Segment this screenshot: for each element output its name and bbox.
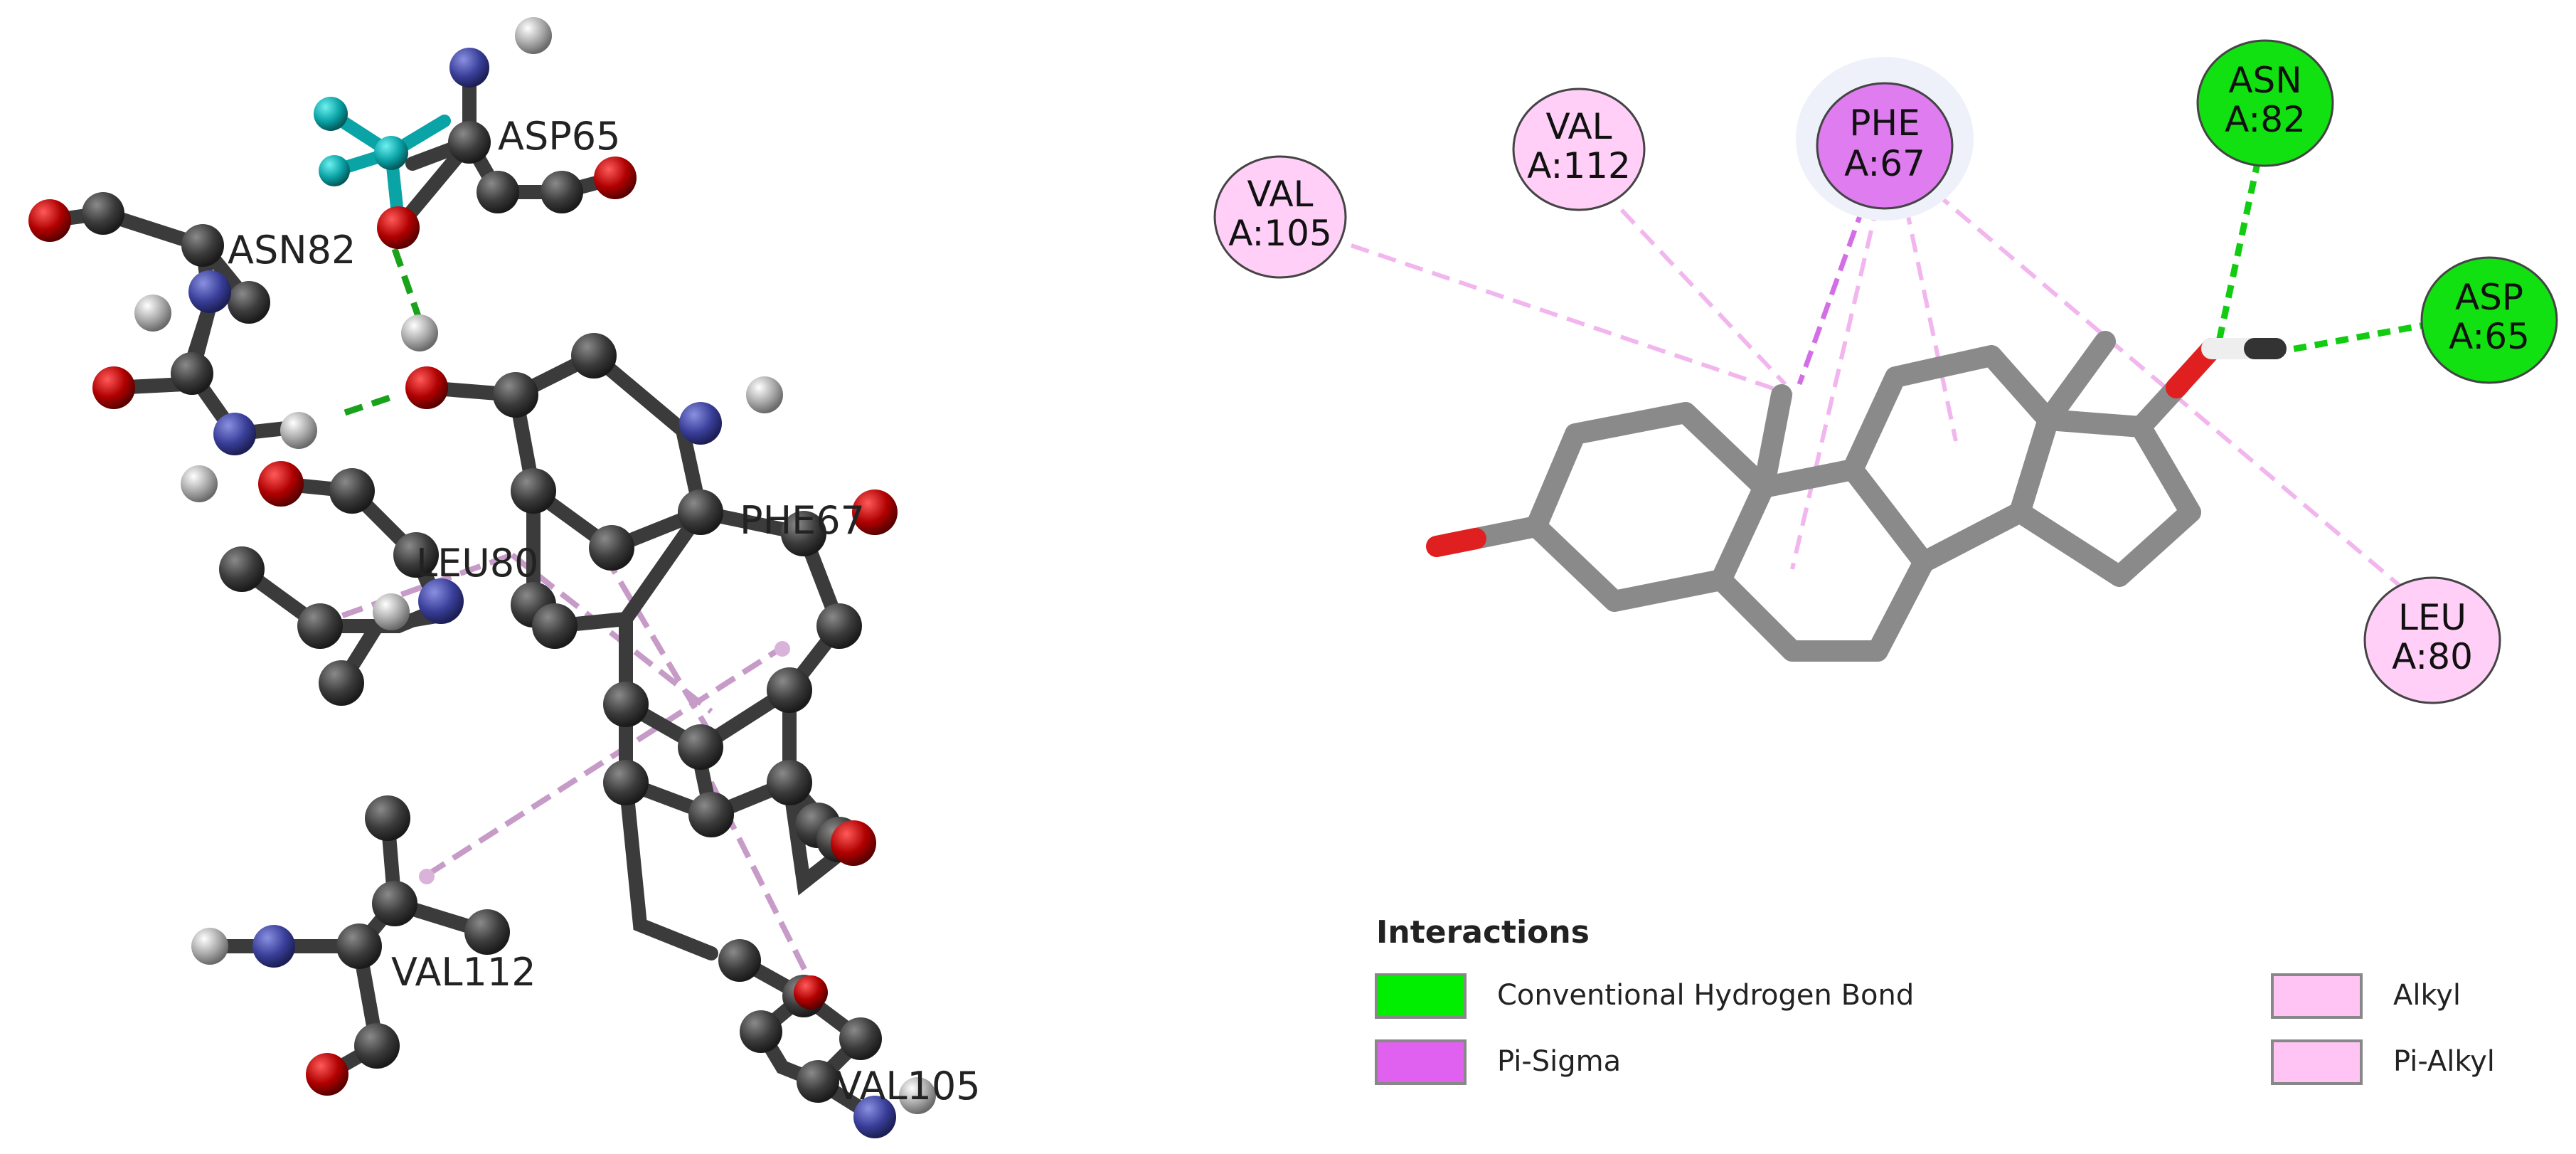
legend-swatch-alkyl xyxy=(2271,973,2363,1019)
label-phe67: PHE67 xyxy=(740,498,865,543)
ligand-ring-join xyxy=(2009,409,2059,523)
legend-label-pi-alkyl: Pi-Alkyl xyxy=(2393,1045,2495,1078)
carbon-atoms xyxy=(82,121,882,1103)
bubble-asn82-position: A:82 xyxy=(2225,99,2306,140)
legend-label-pi-sigma: Pi-Sigma xyxy=(1497,1045,1621,1078)
bubble-val112-position: A:112 xyxy=(1527,145,1631,186)
oxygen-atoms xyxy=(28,157,898,1096)
hydrogen-bond-lines xyxy=(344,248,423,416)
label-leu80: LEU80 xyxy=(416,541,538,586)
legend-swatch-hydrogen-bond xyxy=(1375,973,1467,1019)
bubble-leu80-position: A:80 xyxy=(2392,636,2473,677)
residue-bubble-val105[interactable]: VAL A:105 xyxy=(1213,155,1347,279)
legend-label-hydrogen-bond: Conventional Hydrogen Bond xyxy=(1497,979,1914,1012)
bubble-asp65-position: A:65 xyxy=(2449,316,2530,357)
fluorine-atoms xyxy=(314,97,408,186)
hydrogen-atoms xyxy=(134,17,936,1114)
label-asp65: ASP65 xyxy=(498,114,621,159)
legend-swatch-pi-sigma xyxy=(1375,1039,1467,1085)
legend-swatch-pi-alkyl xyxy=(2271,1039,2363,1085)
label-val112: VAL112 xyxy=(391,950,536,995)
label-asn82: ASN82 xyxy=(228,228,356,272)
residue-bubble-leu80[interactable]: LEU A:80 xyxy=(2363,576,2501,704)
hydrogen-bond-interaction-lines xyxy=(2215,159,2433,356)
residue-bubble-val112[interactable]: VAL A:112 xyxy=(1512,88,1646,211)
residue-bubble-phe67[interactable]: PHE A:67 xyxy=(1796,57,1974,221)
pi-contact-lines xyxy=(312,552,821,997)
bubble-phe67-position: A:67 xyxy=(1844,143,1925,184)
residue-labels: ASP65 ASN82 LEU80 PHE67 VAL112 VAL105 xyxy=(228,114,981,1108)
nitrogen-atoms xyxy=(188,48,896,1138)
bubble-asn82-name: ASN xyxy=(2228,60,2301,101)
residue-bubble-asn82[interactable]: ASN A:82 xyxy=(2196,39,2334,167)
3d-binding-pose: ASP65 ASN82 LEU80 PHE67 VAL112 VAL105 xyxy=(28,17,981,1138)
bubble-val112-name: VAL xyxy=(1545,106,1612,147)
bubble-val105-name: VAL xyxy=(1247,174,1313,215)
interactions-legend: Interactions Conventional Hydrogen Bond … xyxy=(1375,914,2495,1085)
ligand-hydroxyl xyxy=(2166,338,2287,398)
bubble-asp65-name: ASP xyxy=(2455,277,2523,318)
label-val105: VAL105 xyxy=(836,1064,981,1108)
bubble-leu80-name: LEU xyxy=(2398,597,2466,638)
pi-sigma-interaction-line xyxy=(1797,205,1866,386)
bubble-phe67-name: PHE xyxy=(1849,102,1920,144)
legend-title: Interactions xyxy=(1376,914,1590,951)
bubble-val105-position: A:105 xyxy=(1228,213,1332,254)
ligand-carbonyl xyxy=(1426,516,1547,557)
residue-bubble-asp65[interactable]: ASP A:65 xyxy=(2420,256,2558,384)
legend-label-alkyl: Alkyl xyxy=(2393,979,2461,1012)
ligand-structure xyxy=(1526,331,2201,662)
